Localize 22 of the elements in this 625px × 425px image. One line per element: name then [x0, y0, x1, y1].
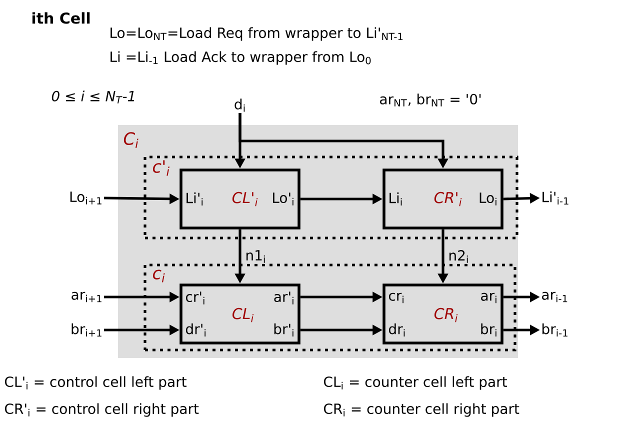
legend-text: CL$_{i}$ = counter cell left part	[324, 376, 507, 390]
logic-block-box: cr'$_{i}$ ar'$_{i}$ CL$_{i}$ dr'$_{i}$ br'$_{i}$	[180, 284, 300, 344]
range-text: 0 ≤ i ≤ N$_{T}$-1	[52, 90, 134, 104]
signal-label: Li'$_{i-1}$	[542, 191, 568, 205]
note-text: Lo=Lo$_{NT}$=Load Req from wrapper to Li'$_{NT-1}$	[110, 27, 403, 41]
signal-label: ar$_{i+1}$	[72, 292, 102, 302]
edge-label: n2$_{i}$	[447, 249, 470, 264]
note-text: ar$_{NT}$, br$_{NT}$ = '0'	[380, 94, 481, 106]
edge-label: n1$_{i}$	[244, 249, 268, 264]
logic-block-box: cr$_{i}$ ar$_{i}$ CR$_{i}$ dr$_{i}$ br$_{i}$	[382, 284, 504, 344]
note-text: Li =Li$_{-1}$ Load Ack to wrapper from Lo$_{0}$	[110, 51, 371, 65]
logic-block-box: Li'$_{i}$ CL'$_{i}$ Lo'$_{i}$	[180, 168, 300, 230]
logic-block-box: Li$_{i}$ CR'$_{i}$ Lo$_{i}$	[382, 168, 504, 230]
legend-text: CR'$_{i}$ = control cell right part	[5, 403, 199, 417]
title-text: ith Cell	[32, 12, 90, 24]
signal-label: br$_{i+1}$	[72, 323, 102, 337]
legend-text: CR$_{i}$ = counter cell right part	[324, 403, 520, 417]
legend-text: CL'$_{i}$ = control cell left part	[5, 376, 186, 390]
signal-label: ar$_{i-1}$	[542, 292, 568, 302]
signal-label: br$_{i-1}$	[542, 323, 568, 337]
signal-label: Lo$_{i+1}$	[70, 192, 102, 204]
signal-label: d$_{i}$	[234, 98, 245, 112]
